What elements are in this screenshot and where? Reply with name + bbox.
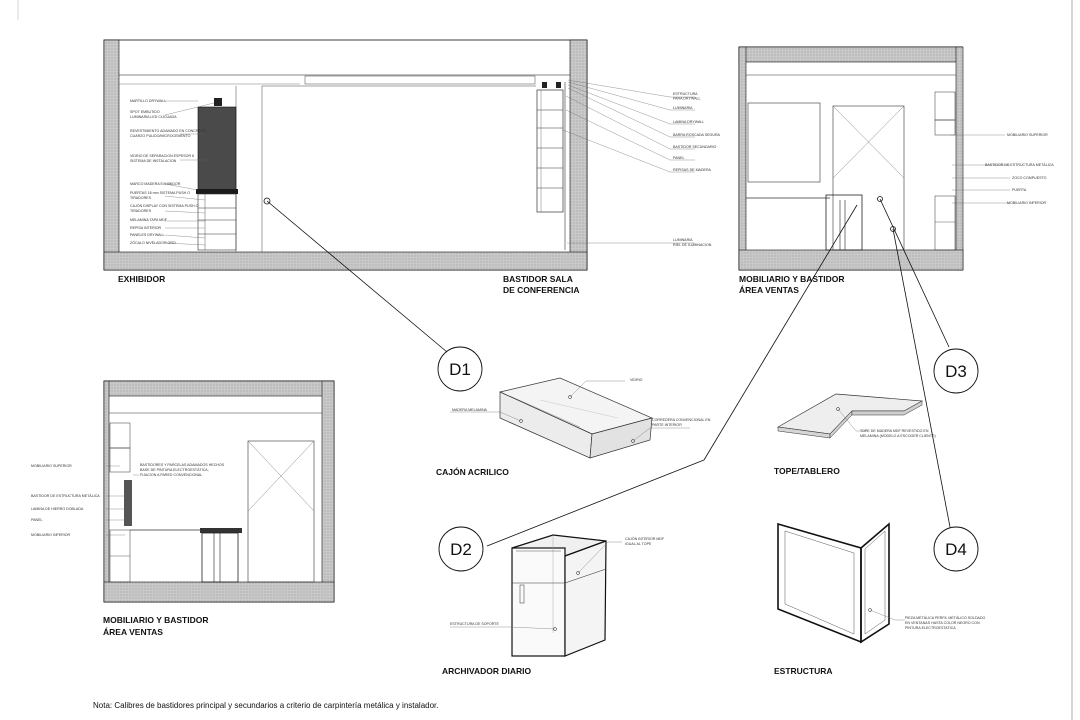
label-luminaria-r: LUMINARIA [673,106,693,110]
title-ventas-right-1: MOBILIARIO Y BASTIDOR [739,274,844,284]
title-bastidor-sala-1: BASTIDOR SALA [503,274,573,284]
label-mob-inferior-l: MOBILIARIO INFERIOR [31,533,71,537]
title-ventas-left-2: ÁREA VENTAS [103,627,163,637]
detail-badge-d1[interactable]: D1 [437,346,483,392]
detail-archivador: CAJÓN INTERIOR MDF IGUAL AL TOPE ESTRUCT… [450,534,665,657]
label-mob-inferior-r: MOBILIARIO INFERIOR [1007,201,1047,205]
label-tiradores-2: TIRADORES [130,209,152,213]
label-spot: SPOT EMBUTIDO [130,110,160,114]
elevation-ventas-left: MOBILIARIO SUPERIOR BASTIDOR DE ESTRUCTU… [31,380,335,603]
label-cajon-corredera: CORREDERA CONVENCIONAL EN [652,418,711,422]
label-revestimiento: REVESTIMIENTO ADAMADO EN CONCRETO [130,129,206,133]
label-estructura-ventanas: EN VENTANAS HASTA COLOR NEGRO CON [905,621,980,625]
title-estructura: ESTRUCTURA [774,666,833,676]
title-ventas-left-1: MOBILIARIO Y BASTIDOR [103,615,208,625]
label-vidrio: VIDRIO DE SEPARACION ESPESOR 6 [130,154,194,158]
label-estructura: ESTRUCTURA [673,92,698,96]
label-archivador-igual: IGUAL AL TOPE [625,542,652,546]
label-panel: PANEL [673,156,685,160]
title-exhibidor: EXHIBIDOR [118,274,165,284]
label-bastidor-metal-r: BASTIDOR DE ESTRUCTURA METÁLICA [985,163,1054,167]
label-bastidores-parcelas: BASTIDORES Y PARCELAS ADAMADOS HECHOS [140,463,225,467]
detail-badge-d4[interactable]: D4 [933,526,979,572]
label-bastidor-sec: BASTIDOR SECUNDARIO [673,145,717,149]
label-estructura-pintura: PINTURA ELECTROESTATICA [905,626,956,630]
label-cajon-madera: MADERA MELAMINA [452,408,488,412]
label-archivador-estructura: ESTRUCTURA DE SOPORTE [450,622,499,626]
label-mob-superior-r: MOBILIARIO SUPERIOR [1007,133,1048,137]
detail-estructura: PIEZA METÁLICA PERFIL METÁLICO SOLDADO E… [777,522,986,644]
label-melamina: MELAMINA TAPA MDF [130,218,168,222]
label-tope-melamina: MELAMINA (MODELO A ESCOGER CLIENTE) [860,434,936,438]
title-bastidor-sala-2: DE CONFERENCIA [503,285,580,295]
label-lamina-hierro: LAMINA DE HIERRO DOBLADA [31,507,84,511]
label-zocalo: ZÓCALO NIVELADOR ORO [130,240,176,245]
label-tiradores-1: TIRADORES [130,196,152,200]
label-tope-mdf: TOPE DE MADERA MDF REVESTIDO EN [860,429,929,433]
label-cajon-parte: PARTE INTERIOR [652,423,682,427]
title-archivador: ARCHIVADOR DIARIO [442,666,531,676]
title-ventas-right-2: ÁREA VENTAS [739,285,799,295]
label-para-drywall: PARA DRYWALL [673,97,701,101]
detail-leaders [266,198,951,547]
label-repisa: REPISA INTERIOR [130,226,162,230]
label-estructura-pieza: PIEZA METÁLICA PERFIL METÁLICO SOLDADO [905,616,986,620]
label-repisas-madera: REPISAS DE MADERA [673,168,712,172]
label-sistema: SISTEMA DE INSTALACION [130,159,177,163]
label-base-pintura: BASE DE PINTURA ELECTROESTÁTICA, [140,468,209,472]
label-cajon-display: CAJÓN DISPLAY CON SISTEMA PUSH O [130,203,199,208]
detail-d4-label: D4 [945,540,967,559]
detail-d3-label: D3 [945,362,967,381]
label-barra-roscada: BARRA ROSCADA SEGURA [673,133,721,137]
detail-badge-d3[interactable]: D3 [933,348,979,394]
label-paneles: PANELES DRYWALL [130,233,165,237]
detail-cajon-acrilico: VIDRIO MADERA MELAMINA CORREDERA CONVENC… [450,377,711,459]
sheet-note: Nota: Calibres de bastidores principal y… [93,701,439,710]
label-archivador-cajon: CAJÓN INTERIOR MDF [625,536,665,541]
detail-tope-tablero: TOPE DE MADERA MDF REVESTIDO EN MELAMINA… [776,393,936,439]
label-cajon-vidrio: VIDRIO [630,378,643,382]
detail-d1-label: D1 [449,360,471,379]
label-lamina-drywall: LAMINA DRYWALL [673,120,704,124]
label-fijacion: FIJACION A PARED CONVENCIONAL [140,473,202,477]
label-panel-l: PANEL [31,518,43,522]
label-cuarzo: CUARZO PULIDO/MICROCEMENTO [130,134,191,138]
label-martillo: MARTILLO DRYWALL [130,99,166,103]
label-puertas: PUERTAS 18 mm SISTEMA PUSH O [130,191,190,195]
label-bastidor-metal-l: BASTIDOR DE ESTRUCTURA METÁLICA [31,494,100,498]
label-riel: RIEL DE ILUMINACION [673,243,712,247]
title-cajon: CAJÓN ACRILICO [436,466,509,477]
label-luminaria-2: LUMINARIA [673,238,693,242]
label-puerta: PUERTA [1012,188,1027,192]
label-luminaria: LUMINARIA LED CLÍCUADA [130,115,177,119]
elevation-exhibidor-sala: MARTILLO DRYWALL SPOT EMBUTIDO LUMINARIA… [103,39,721,271]
title-tope: TOPE/TABLERO [774,466,840,476]
label-zoco: ZOCO COMPUESTO [1012,176,1047,180]
elevation-ventas-right: MOBILIARIO SUPERIOR BASTIDOR DE ESTRUCTU… [738,46,1054,271]
label-marco: MARCO MADERA EXHIBIDOR [130,182,181,186]
detail-badge-d2[interactable]: D2 [438,526,484,572]
detail-d2-label: D2 [450,540,472,559]
label-mob-superior-l: MOBILIARIO SUPERIOR [31,464,72,468]
